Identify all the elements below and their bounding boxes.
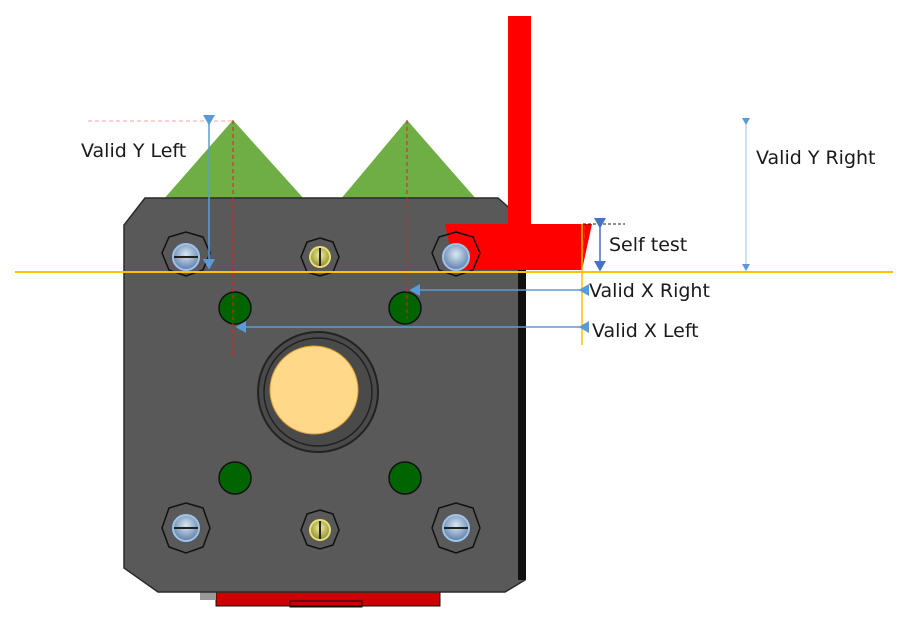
screw-bottom-center [300, 509, 340, 550]
screw-top-right [431, 231, 481, 277]
screw-top-left [161, 231, 211, 277]
red-probe-stem [508, 16, 531, 226]
right-green-peak [340, 120, 477, 200]
screw-top-center [300, 237, 340, 277]
left-green-peak [163, 120, 305, 200]
red-probe-foot [445, 224, 585, 270]
center-disc [269, 345, 359, 435]
green-pin-top-left [218, 291, 252, 325]
self-test-label: Self test [609, 234, 688, 256]
valid-x-left-label: Valid X Left [592, 320, 699, 342]
green-pin-bottom-left [218, 461, 252, 495]
bottom-red-part [215, 591, 441, 607]
valid-x-right-label: Valid X Right [589, 280, 710, 302]
green-pin-bottom-right [388, 461, 422, 495]
screw-bottom-left [161, 502, 211, 554]
green-pin-top-right [388, 291, 422, 325]
valid-y-left-label: Valid Y Left [81, 140, 187, 162]
screw-bottom-right [431, 502, 481, 554]
valid-y-right-label: Valid Y Right [756, 147, 876, 169]
